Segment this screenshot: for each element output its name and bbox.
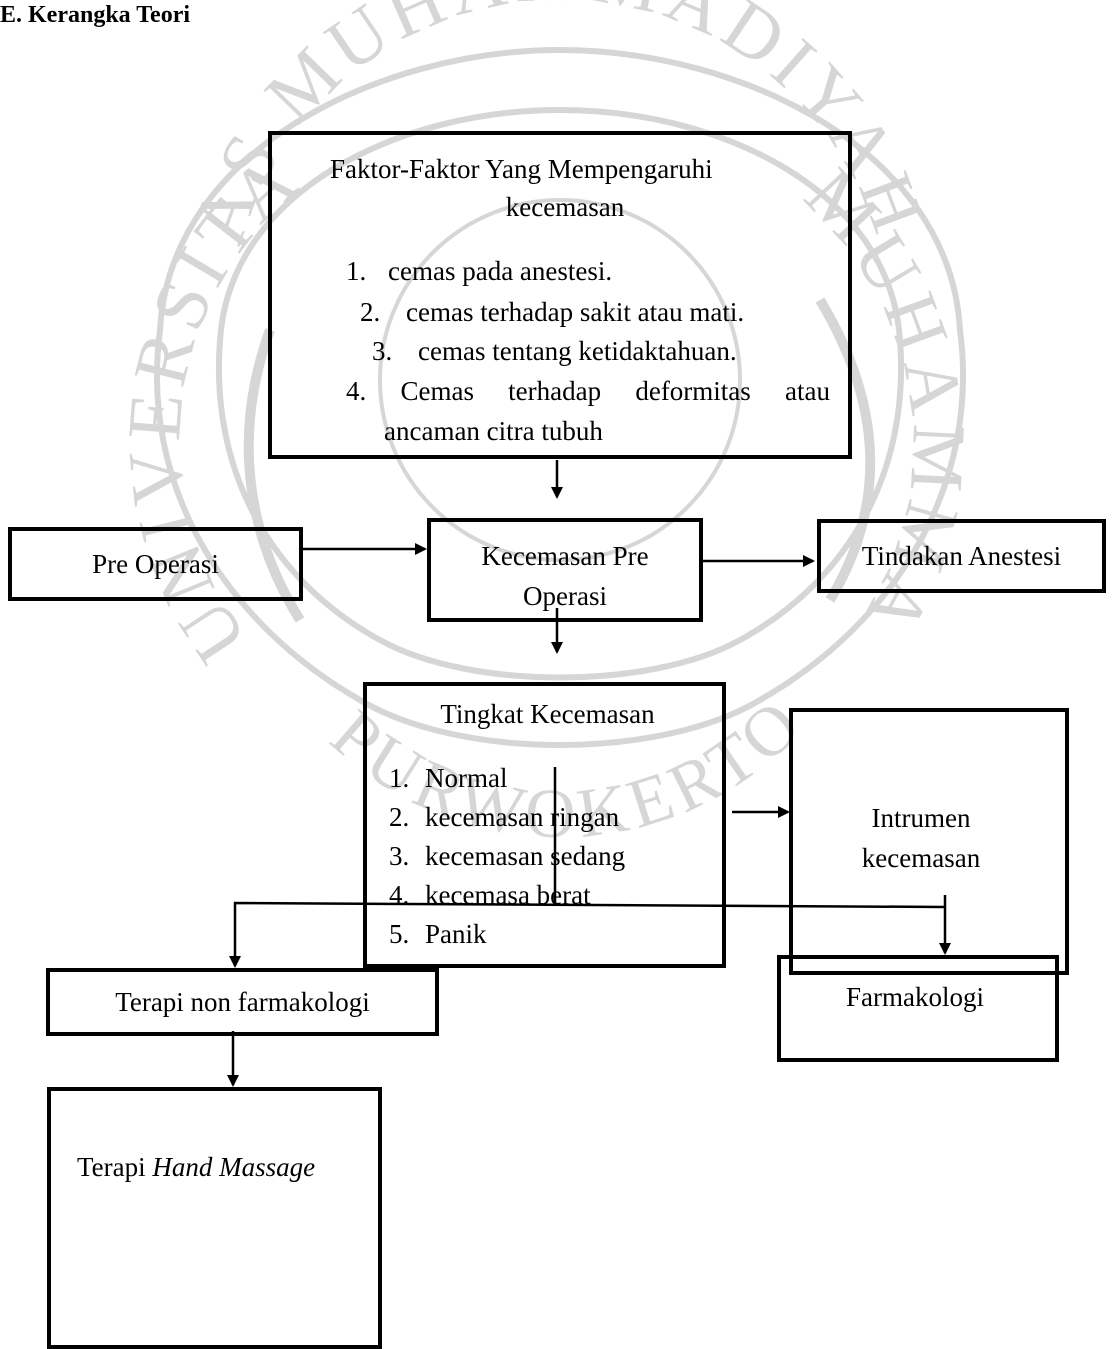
tingkat-item-text: kecemasa berat [425,880,591,910]
instrumen-kecemasan-box: Intrumen kecemasan [789,708,1069,975]
tingkat-kecemasan-box: Tingkat Kecemasan 1. Normal 2. kecemasan r… [363,682,726,968]
factors-box: Faktor-Faktor Yang Mempengaruhi kecemasa… [268,131,852,459]
factors-item-2: 2. cemas terhadap sakit atau mati. [360,294,744,330]
tingkat-item-text: Panik [425,919,487,949]
factors-item-3-text: cemas tentang ketidaktahuan. [418,336,737,366]
tingkat-list: 1. Normal 2. kecemasan ringan 3. kecemasan … [389,760,625,955]
terapi-hand-massage-emphasis: Hand Massage [152,1152,316,1182]
section-heading: E. Kerangka Teori [0,2,191,28]
tingkat-item: 3. kecemasan sedang [389,838,625,877]
tingkat-item-number: 3. [389,841,410,871]
kecemasan-pre-operasi-line2: Operasi [523,581,607,611]
factors-item-1-number: 1. [346,256,367,286]
kecemasan-pre-operasi-box: Kecemasan Pre Operasi [427,518,703,622]
factors-title-line1: Faktor-Faktor Yang Mempengaruhi [330,154,713,184]
instrumen-line1: Intrumen [871,803,971,833]
tingkat-item-number: 5. [389,919,410,949]
tingkat-item-text: Normal [425,763,508,793]
factors-item-4-continuation: ancaman citra tubuh [384,416,603,446]
terapi-non-farmakologi-label: Terapi non farmakologi [115,987,370,1017]
terapi-hand-massage-label: Terapi Hand Massage [77,1149,315,1185]
tingkat-item-number: 2. [389,802,410,832]
factors-item-1: 1. cemas pada anestesi. [346,253,612,289]
tingkat-item: 4. kecemasa berat [389,877,625,916]
terapi-hand-massage-prefix: Terapi [77,1152,153,1182]
tingkat-item-number: 1. [389,763,410,793]
tingkat-item: 5. Panik [389,916,625,955]
terapi-hand-massage-box: Terapi Hand Massage [47,1087,382,1349]
factors-item-2-text: cemas terhadap sakit atau mati. [406,297,745,327]
tingkat-item-text: kecemasan sedang [425,841,626,871]
factors-title-line2: kecemasan [505,192,625,222]
factors-item-3: 3. cemas tentang ketidaktahuan. [372,333,737,369]
factors-item-4-text: Cemas terhadap deformitas atau [400,376,830,406]
tindakan-anestesi-label: Tindakan Anestesi [861,541,1062,571]
terapi-non-farmakologi-box: Terapi non farmakologi [46,968,439,1036]
tingkat-item-text: kecemasan ringan [425,802,620,832]
instrumen-line2: kecemasan [861,843,981,873]
pre-operasi-label: Pre Operasi [92,549,219,579]
tingkat-title: Tingkat Kecemasan [440,699,655,729]
farmakologi-label: Farmakologi [846,982,984,1012]
factors-item-3-number: 3. [372,336,393,366]
tindakan-anestesi-box: Tindakan Anestesi [817,519,1106,593]
tingkat-item: 2. kecemasan ringan [389,799,625,838]
factors-item-1-text: cemas pada anestesi. [388,256,613,286]
factors-item-2-number: 2. [360,297,381,327]
kecemasan-pre-operasi-line1: Kecemasan Pre [481,541,649,571]
pre-operasi-box: Pre Operasi [8,527,303,601]
factors-item-4-number: 4. [346,376,367,406]
farmakologi-box: Farmakologi [777,955,1059,1062]
tingkat-item: 1. Normal [389,760,625,799]
tingkat-item-number: 4. [389,880,410,910]
factors-item-4: 4. Cemas terhadap deformitas atau [346,373,830,409]
